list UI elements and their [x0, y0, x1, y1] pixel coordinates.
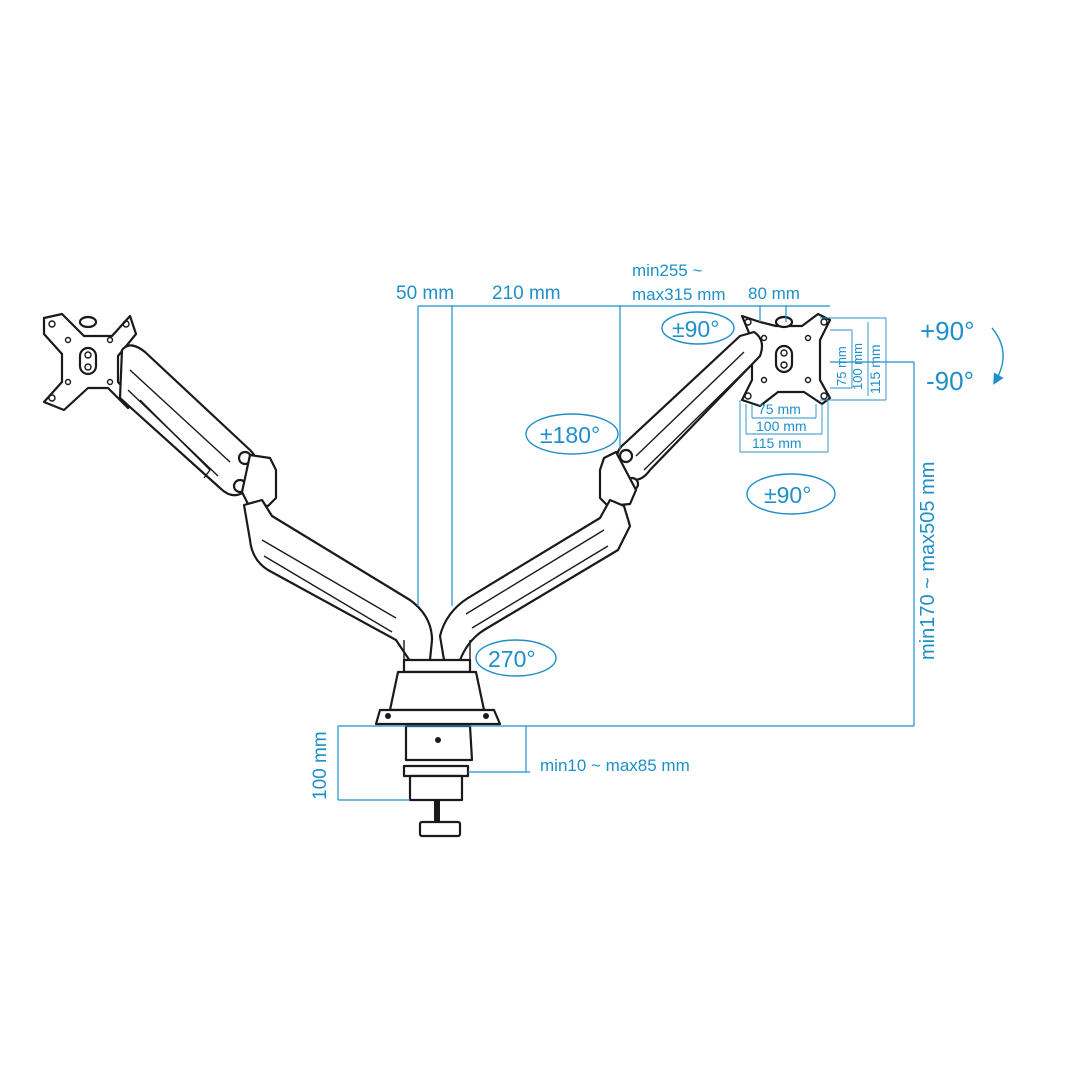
vesa-horizontal-115-label: 115 mm [752, 435, 802, 451]
right-upper-arm [598, 330, 764, 508]
swivel-lower-label: ±90° [764, 482, 811, 508]
desk-clamp-icon [402, 724, 474, 838]
rotation-arrow-icon [746, 473, 836, 515]
spacing-210-label: 210 mm [492, 283, 561, 304]
desk-thickness-label: min10 ~ max85 mm [540, 756, 690, 775]
vesa-horizontal-100-label: 100 mm [756, 418, 807, 434]
right-lower-arm [438, 498, 632, 666]
rotation-arrow-icon [991, 327, 1004, 385]
arm-reach-label-line2: max315 mm [632, 285, 726, 304]
monitor-arm-drawing [42, 312, 832, 838]
vesa-plate-right-icon [740, 312, 832, 408]
arm-reach-label-line1: min255 ~ [632, 261, 702, 280]
tilt-plus-label: +90° [920, 316, 975, 346]
rotation-arrow-icon [525, 413, 619, 455]
rotate-180-label: ±180° [540, 422, 600, 448]
rotation-arrow-icon [475, 639, 557, 677]
height-range-label: min170 ~ max505 mm [917, 462, 939, 660]
rotation-indicators [475, 311, 1004, 677]
rotation-arrow-icon [661, 311, 735, 345]
spacing-50-label: 50 mm [396, 283, 454, 304]
rotate-270-label: 270° [488, 646, 536, 672]
left-upper-arm [118, 344, 278, 508]
vesa-vertical-100-label: 100 mm [850, 343, 865, 390]
dimension-labels: 50 mm 210 mm min255 ~ max315 mm 80 mm ±9… [310, 261, 975, 800]
vesa-vertical-115-label: 115 mm [867, 344, 883, 394]
offset-80-label: 80 mm [748, 284, 800, 303]
vesa-vertical-75-label: 75 mm [834, 346, 849, 386]
dimension-lines [337, 305, 915, 801]
clamp-height-label: 100 mm [310, 731, 331, 800]
swivel-head-label: ±90° [672, 316, 719, 342]
tilt-minus-label: -90° [926, 366, 974, 396]
central-pole [374, 640, 502, 726]
vesa-horizontal-75-label: 75 mm [758, 401, 801, 417]
